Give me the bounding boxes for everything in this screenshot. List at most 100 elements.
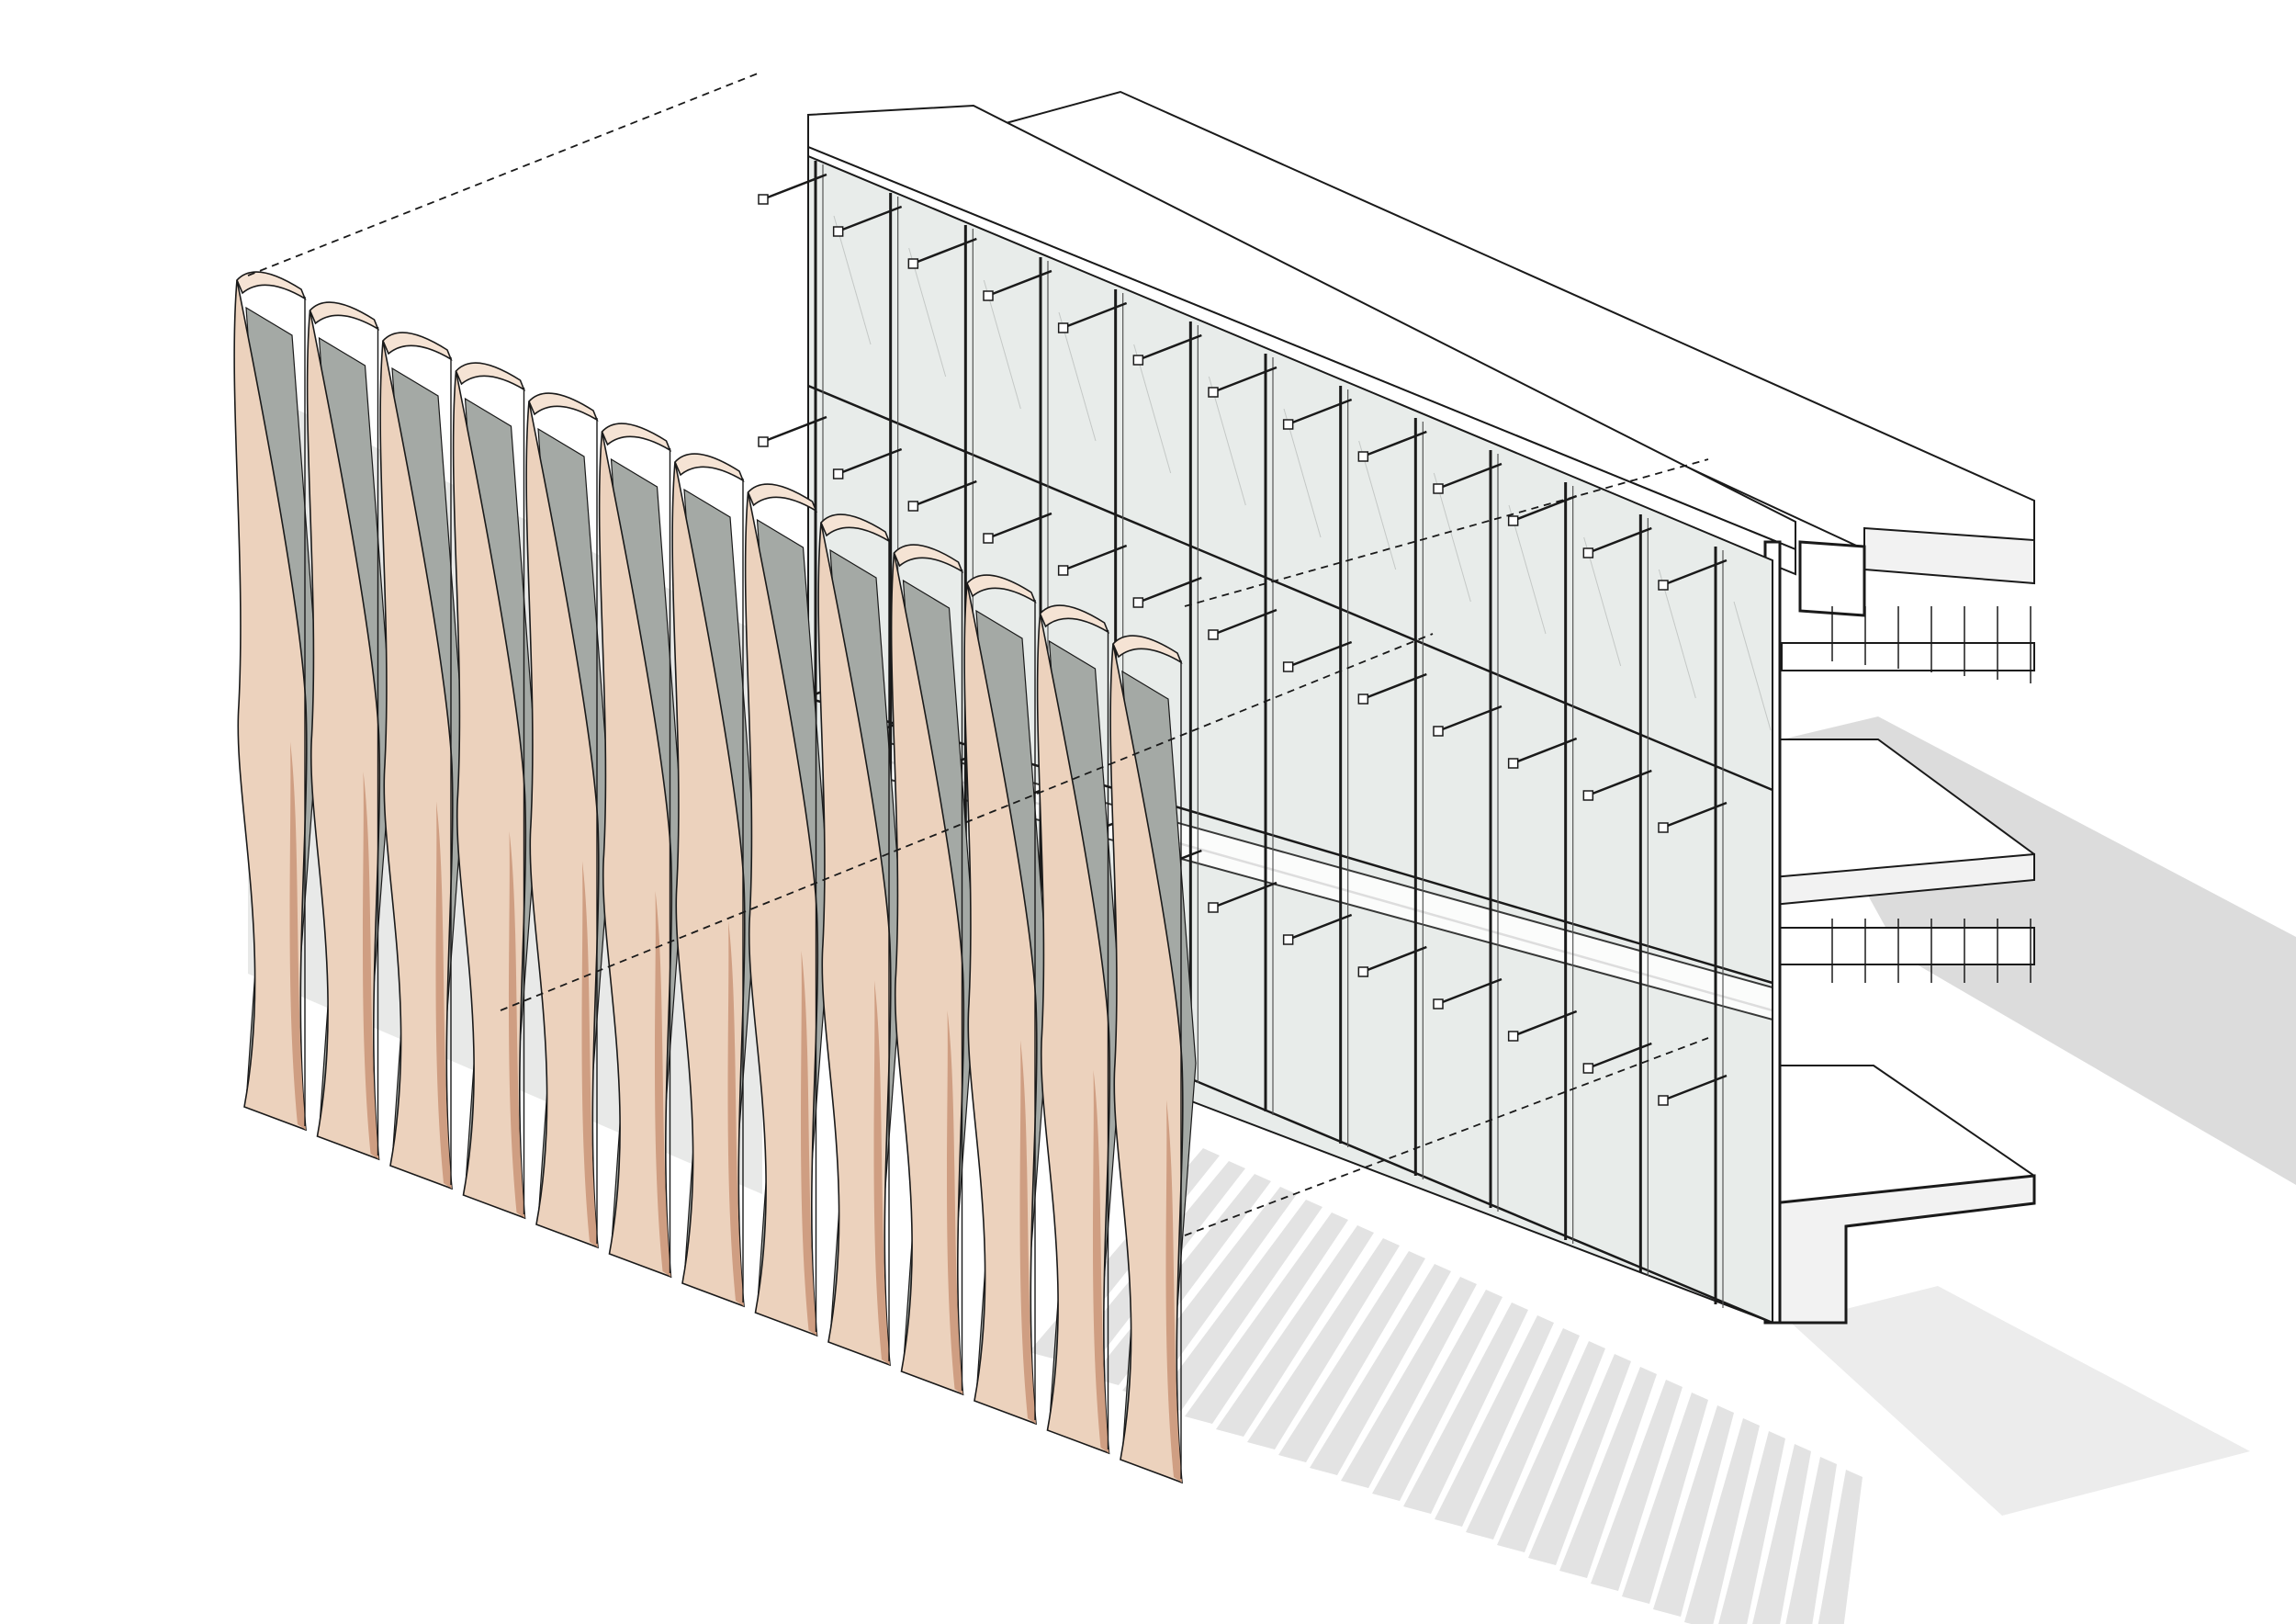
- louver-fin-lip: [747, 483, 818, 513]
- louver-fin-lip: [455, 362, 526, 391]
- glass-reflection: [1583, 536, 1622, 667]
- louver-fin-edge: [1165, 1100, 1182, 1483]
- glass-reflection: [1508, 504, 1547, 635]
- fin-bracket: [1364, 672, 1427, 700]
- louver-fin-edge: [1093, 1070, 1109, 1453]
- louver-fin-edge: [727, 920, 744, 1306]
- guide-bottom: [1184, 1037, 1709, 1236]
- bracket-clamp: [1132, 597, 1144, 608]
- louver-fin-lip: [1112, 635, 1183, 664]
- fin-bracket: [1664, 558, 1728, 586]
- fin-bracket: [839, 447, 903, 475]
- bracket-clamp: [1507, 758, 1519, 769]
- bracket-clamp: [1582, 790, 1594, 801]
- louver-fin-lip: [674, 453, 745, 482]
- louver-fin-edge: [581, 861, 598, 1247]
- shadow-streak: [1528, 1354, 1631, 1565]
- glass-reflection: [833, 215, 872, 345]
- guide-upper: [1184, 458, 1709, 607]
- fin-bracket: [764, 415, 827, 443]
- shadow-streak: [1785, 1457, 1837, 1624]
- fin-bracket: [1289, 913, 1353, 941]
- fin-bracket: [1514, 737, 1578, 764]
- bracket-clamp: [1282, 419, 1294, 430]
- bracket-clamp: [983, 290, 994, 301]
- fin-bracket: [1589, 769, 1652, 796]
- bracket-clamp: [1282, 661, 1294, 672]
- fin-bracket: [839, 205, 903, 232]
- ceiling-line-lower: [1772, 927, 2035, 965]
- bracket-clamp: [758, 436, 769, 447]
- bracket-clamp: [1507, 1031, 1519, 1042]
- guide-mid: [500, 633, 1434, 1011]
- louver-fin: [598, 431, 673, 1279]
- roof-slab-top: [966, 90, 2035, 564]
- shadow-streak: [1653, 1405, 1734, 1617]
- louver-fin-lip: [601, 423, 672, 452]
- bracket-clamp: [907, 258, 919, 269]
- louver-fin-edge: [655, 891, 671, 1277]
- louver-fin: [671, 461, 746, 1308]
- fin-bracket: [1364, 430, 1427, 457]
- fin-bracket: [1439, 462, 1503, 490]
- louver-fin-edge: [509, 831, 525, 1218]
- bracket-clamp: [1433, 483, 1444, 494]
- louver-fin: [379, 340, 454, 1190]
- louver-fin-lip: [1039, 604, 1110, 634]
- louver-fin: [306, 310, 381, 1161]
- louver-fin-lip: [528, 392, 599, 422]
- bracket-clamp: [1658, 580, 1669, 591]
- bracket-clamp: [1132, 355, 1144, 366]
- glass-reflection: [1658, 569, 1696, 699]
- glass-reflection: [1208, 376, 1246, 506]
- shadow-streak: [1154, 1200, 1322, 1411]
- louver-fin-edge: [947, 1010, 963, 1394]
- bracket-clamp: [832, 468, 844, 479]
- shadow-streak: [1247, 1238, 1400, 1449]
- louver-fin: [525, 400, 600, 1249]
- shadow-streak: [1403, 1303, 1528, 1514]
- shadow-streak: [1278, 1251, 1425, 1462]
- fin-bracket: [1139, 333, 1202, 361]
- glass-reflection: [1283, 408, 1322, 538]
- louver-fin-edge: [435, 801, 452, 1189]
- louver-fin-edge: [289, 741, 306, 1130]
- louver-fin-lip: [236, 271, 307, 300]
- fin-bracket: [1139, 576, 1202, 603]
- bracket-clamp: [832, 226, 844, 237]
- fin-bracket: [1064, 544, 1128, 571]
- ceiling-line-upper: [1781, 642, 2035, 671]
- louver-fins: [233, 271, 1197, 1484]
- shadow-streak: [1591, 1380, 1683, 1591]
- fin-bracket: [1289, 640, 1353, 668]
- fin-bracket: [914, 479, 977, 507]
- glass-reflection: [983, 279, 1021, 410]
- louver-fin: [1036, 613, 1111, 1455]
- shadow-ground: [1791, 1286, 2250, 1516]
- bracket-clamp: [1282, 934, 1294, 945]
- bracket-clamp: [1433, 998, 1444, 1009]
- louver-fin-edge: [801, 951, 817, 1336]
- fin-bracket: [1214, 366, 1277, 393]
- shadow-streak: [1818, 1470, 1863, 1624]
- glass-reflection: [1733, 601, 1772, 731]
- bracket-clamp: [1208, 387, 1219, 398]
- dashed-guides: [247, 73, 1709, 1236]
- bracket-clamp: [1357, 966, 1369, 977]
- fin-bracket: [1214, 608, 1277, 636]
- glass-reflection: [1433, 472, 1471, 603]
- shadow-streak: [1718, 1431, 1785, 1624]
- shadow-streak: [1622, 1393, 1708, 1604]
- fin-bracket: [1514, 494, 1578, 522]
- bracket-clamp: [1658, 822, 1669, 833]
- fin-bracket: [1664, 1074, 1728, 1101]
- bracket-clamp: [1357, 451, 1369, 462]
- shadow-streak: [1752, 1444, 1811, 1624]
- fin-bracket: [1439, 977, 1503, 1005]
- fin-bracket: [1589, 1042, 1652, 1069]
- guide-top: [247, 73, 759, 276]
- louver-fin-lip: [820, 513, 891, 543]
- bracket-clamp: [758, 194, 769, 205]
- glass-reflection: [1058, 311, 1097, 442]
